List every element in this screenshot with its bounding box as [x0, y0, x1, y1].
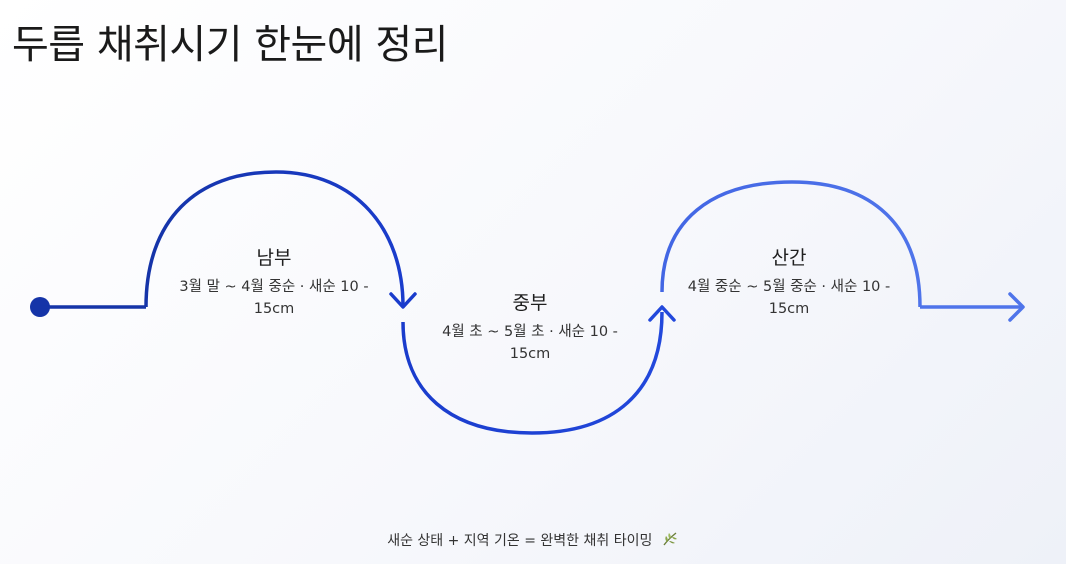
- stage-south: 남부 3월 말 ~ 4월 중순 · 새순 10 - 15cm: [176, 243, 372, 320]
- stage-name: 산간: [771, 247, 807, 269]
- leaf-icon: [661, 530, 679, 552]
- flow-arc-south: [144, 170, 405, 308]
- arrow-right-icon: [1008, 292, 1025, 322]
- arrow-up-icon: [648, 305, 676, 322]
- flow-arc-central: [401, 311, 664, 435]
- stage-name: 남부: [256, 247, 292, 269]
- stage-desc: 4월 초 ~ 5월 초 · 새순 10 - 15cm: [442, 324, 618, 362]
- stage-central: 중부 4월 초 ~ 5월 초 · 새순 10 - 15cm: [430, 288, 630, 365]
- arrow-down-icon: [389, 292, 417, 309]
- stage-mountain: 산간 4월 중순 ~ 5월 중순 · 새순 10 - 15cm: [684, 243, 894, 320]
- flow-arc-mountain: [660, 180, 922, 308]
- footer-caption: 새순 상태 + 지역 기온 = 완벽한 채취 타이밍: [0, 530, 1066, 552]
- footer-text: 새순 상태 + 지역 기온 = 완벽한 채취 타이밍: [387, 533, 653, 549]
- stage-desc: 3월 말 ~ 4월 중순 · 새순 10 - 15cm: [179, 279, 369, 317]
- page-title: 두릅 채취시기 한눈에 정리: [12, 22, 448, 68]
- stage-desc: 4월 중순 ~ 5월 중순 · 새순 10 - 15cm: [687, 279, 891, 317]
- stage-name: 중부: [512, 292, 548, 314]
